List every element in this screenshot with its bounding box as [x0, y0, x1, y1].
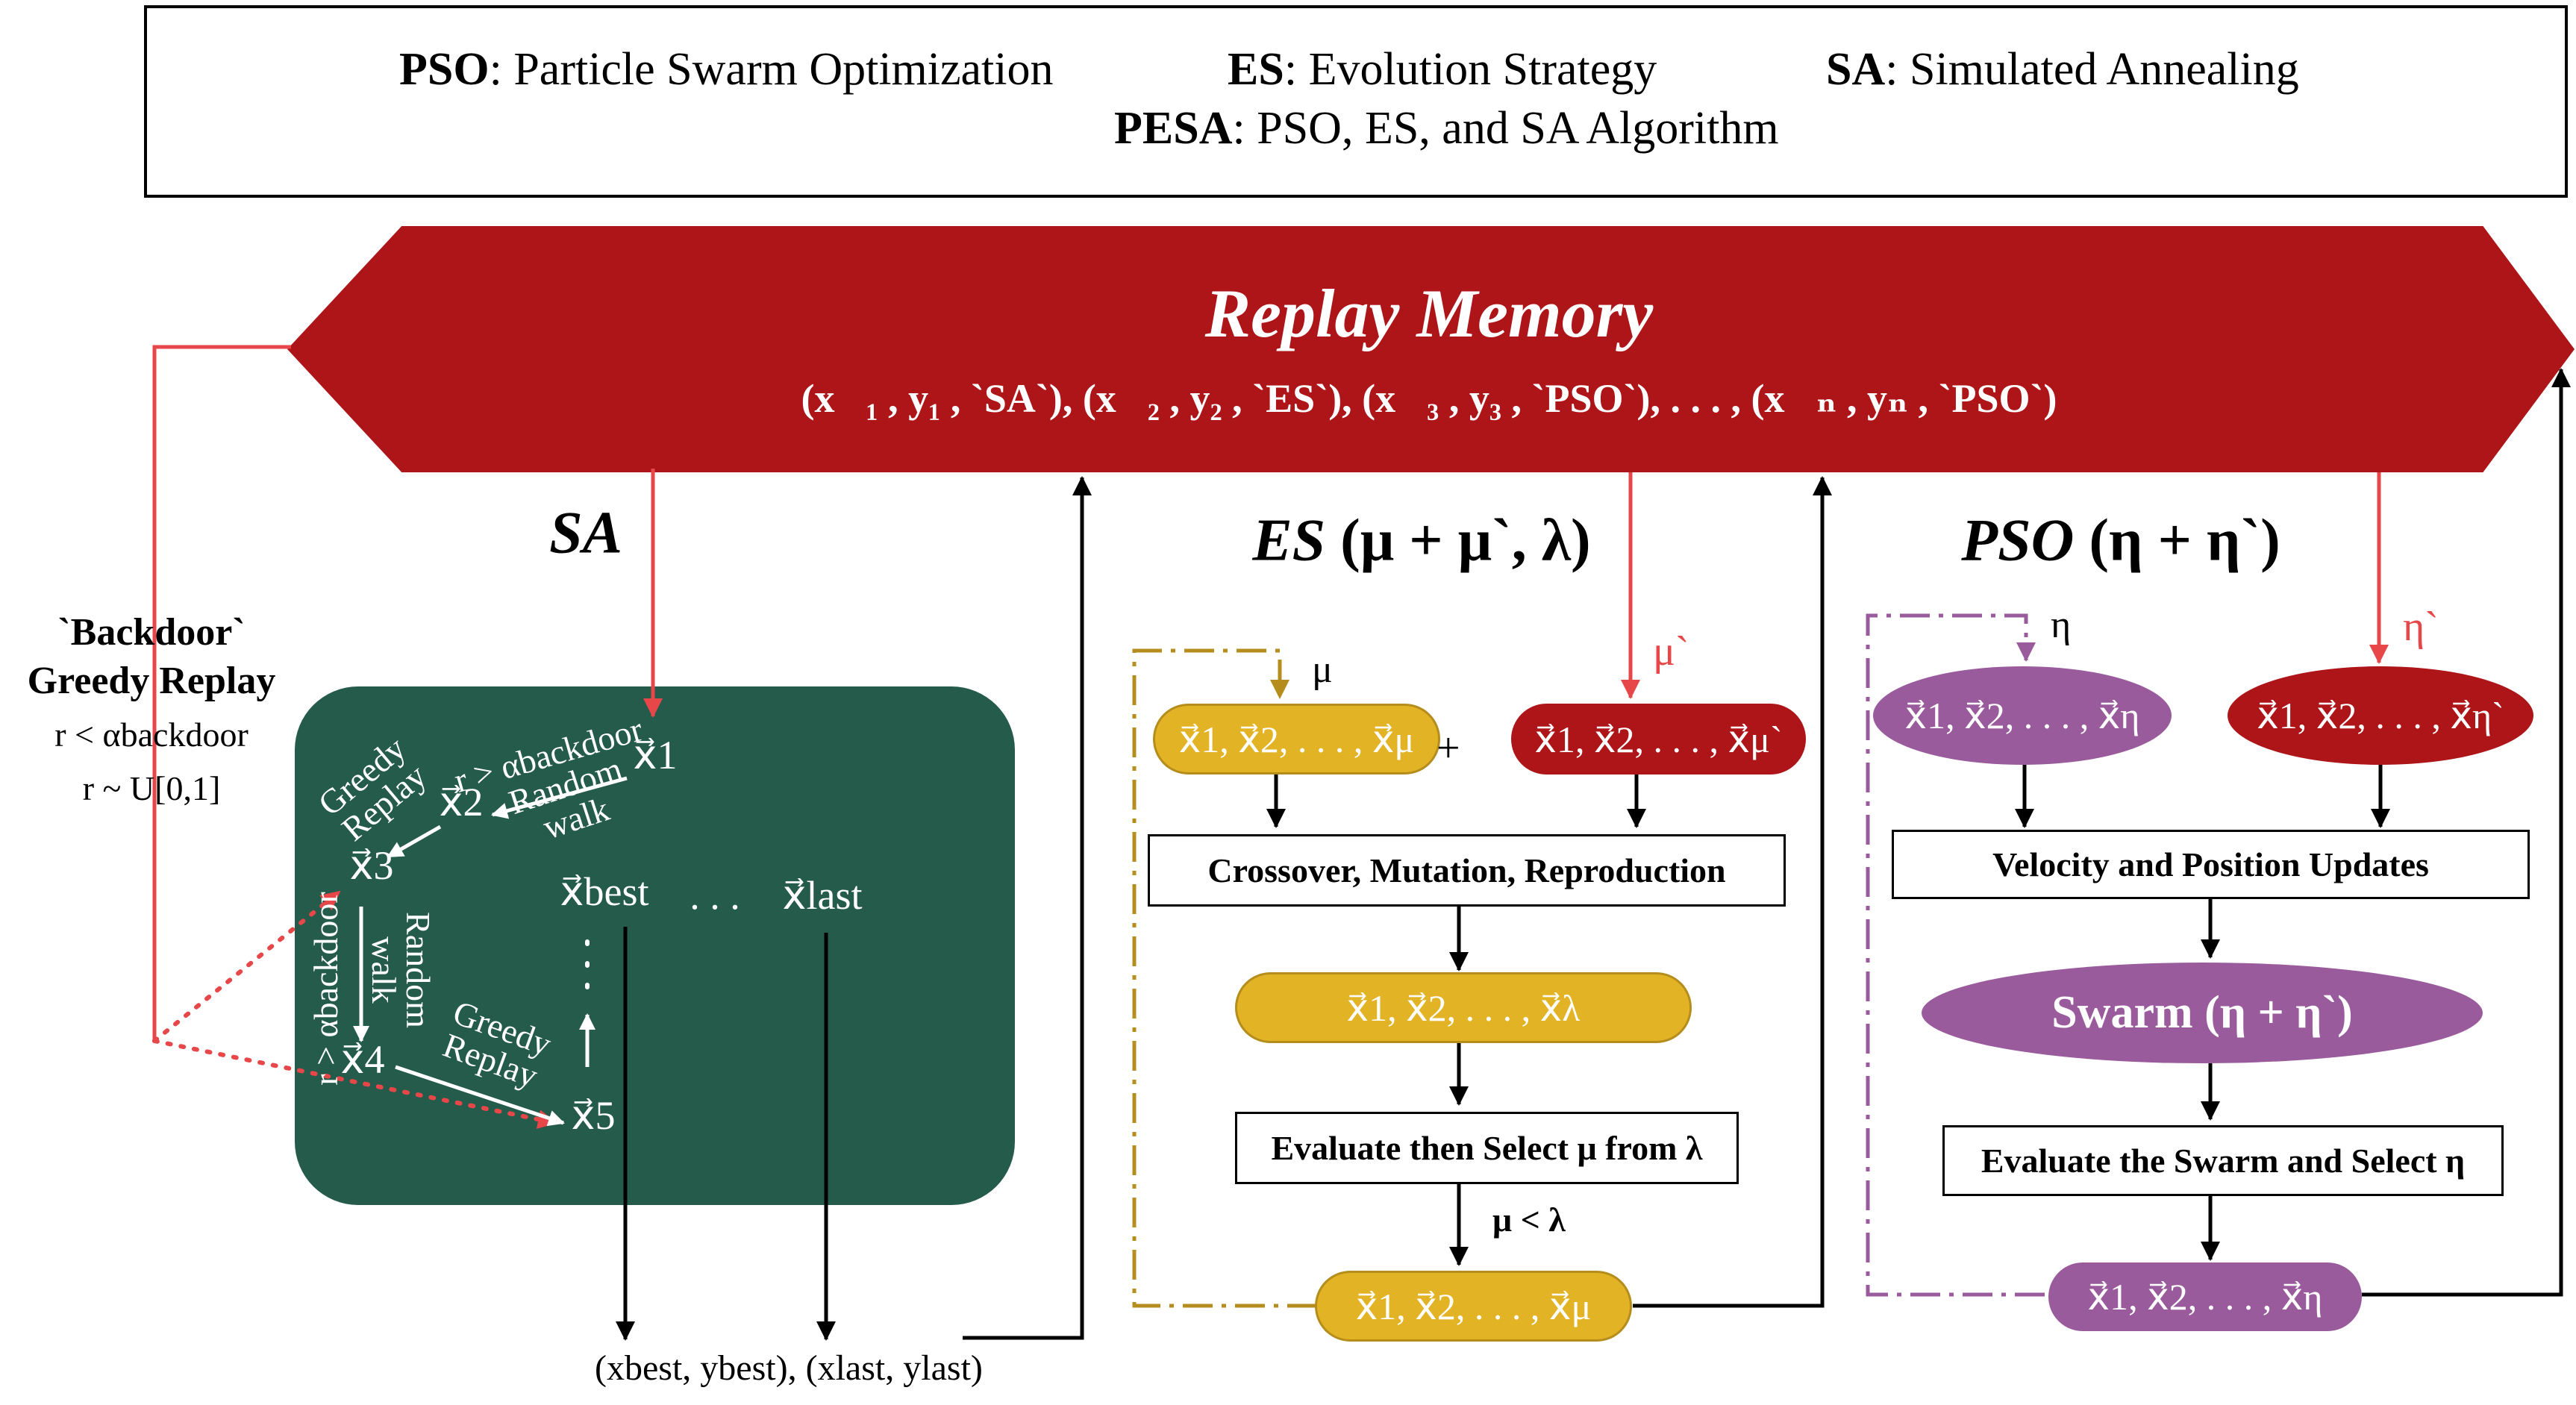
- legend-sa-def: : Simulated Annealing: [1885, 44, 2299, 95]
- pso-pop-etaprime: x⃗1, x⃗2, . . . , x⃗η`: [2228, 666, 2533, 765]
- sa-title-text: SA: [549, 500, 622, 566]
- backdoor-cond-2: r ~ U[0,1]: [82, 769, 221, 807]
- legend-sa: SA: Simulated Annealing: [1826, 43, 2299, 96]
- sa-x5: x⃗5: [571, 1093, 616, 1138]
- es-title-italic: ES: [1252, 507, 1326, 574]
- es-title: ES (μ + μ`, λ): [1252, 507, 1590, 575]
- pso-etaprime-label: η`: [2403, 604, 2439, 650]
- legend-sa-abbr: SA: [1826, 44, 1886, 95]
- es-plus: +: [1437, 725, 1460, 772]
- backdoor-link: [152, 345, 291, 1041]
- backdoor-title-1: `Backdoor`: [57, 611, 246, 654]
- legend-pesa-abbr: PESA: [1114, 103, 1233, 154]
- sa-x2: x⃗2: [439, 780, 484, 824]
- sa-return-line: [963, 476, 1092, 1340]
- backdoor-dotted-2: [152, 1039, 558, 1129]
- legend-pesa-def: : PSO, ES, and SA Algorithm: [1232, 103, 1779, 154]
- es-return-line: [1633, 476, 1832, 1308]
- backdoor-dotted-1: [152, 889, 342, 1043]
- pso-title: PSO (η + η`): [1961, 507, 2280, 575]
- sa-dots-horizontal: . . .: [690, 873, 740, 918]
- es-title-rest: (μ + μ`, λ): [1325, 507, 1591, 574]
- legend-pso-def: : Particle Swarm Optimization: [489, 44, 1054, 95]
- es-pop-lambda: x⃗1, x⃗2, . . . , x⃗λ: [1235, 972, 1692, 1043]
- es-pop-mu: x⃗1, x⃗2, . . . , x⃗μ: [1153, 704, 1440, 775]
- es-pop-out: x⃗1, x⃗2, . . . , x⃗μ: [1315, 1271, 1632, 1342]
- legend-pso: PSO: Particle Swarm Optimization: [399, 43, 1054, 96]
- legend-pesa: PESA: PSO, ES, and SA Algorithm: [1114, 102, 1779, 155]
- sa-title: SA: [549, 500, 622, 568]
- pso-title-rest: (η + η`): [2074, 507, 2280, 574]
- pso-step-velocity: Velocity and Position Updates: [1892, 830, 2530, 899]
- replay-memory-tuples: (x⃗₁ , y₁ , `SA`), (x⃗₂ , y₂ , `ES`), (x…: [801, 376, 2057, 421]
- es-loop-line: [1132, 648, 1317, 1308]
- sa-x4: x⃗4: [340, 1037, 385, 1082]
- legend-es: ES: Evolution Strategy: [1228, 43, 1657, 96]
- sa-x3: x⃗3: [349, 843, 394, 888]
- es-mu-label: μ: [1312, 648, 1333, 691]
- legend-es-def: : Evolution Strategy: [1284, 44, 1657, 95]
- pso-eta-label: η: [2051, 604, 2072, 646]
- legend-es-abbr: ES: [1228, 44, 1284, 95]
- backdoor-cond-1: r < αbackdoor: [54, 716, 248, 754]
- sa-cond-left: r > αbackdoor: [307, 892, 345, 1086]
- sa-random-walk-2: Random walk: [365, 912, 437, 1028]
- sa-arrow-x1-x2: [491, 776, 628, 819]
- sa-output: (xbest, ybest), (xlast, ylast): [595, 1348, 983, 1388]
- es-pop-muprime: x⃗1, x⃗2, . . . , x⃗μ`: [1511, 704, 1806, 775]
- pso-return-line: [2362, 368, 2571, 1297]
- es-step-crossover: Crossover, Mutation, Reproduction: [1148, 834, 1786, 907]
- legend-pso-abbr: PSO: [399, 44, 490, 95]
- sa-panel: [295, 686, 1015, 1205]
- sa-x-best: x⃗best: [560, 869, 649, 914]
- sa-arrow-x4-x5: [395, 1065, 565, 1127]
- pso-title-italic: PSO: [1961, 507, 2075, 574]
- sa-arrow-x2-x3: [387, 824, 442, 859]
- legend-box: [144, 5, 2568, 198]
- replay-memory-title: Replay Memory: [1204, 275, 1654, 351]
- pso-swarm: Swarm (η + η`): [1922, 963, 2483, 1063]
- es-cond: μ < λ: [1492, 1201, 1566, 1239]
- es-muprime-label: μ`: [1653, 628, 1689, 675]
- sa-x-last: x⃗last: [782, 873, 863, 918]
- es-step-evaluate: Evaluate then Select μ from λ: [1235, 1112, 1739, 1184]
- pso-pop-out: x⃗1, x⃗2, . . . , x⃗η: [2048, 1262, 2362, 1331]
- replay-memory-banner: [287, 226, 2575, 472]
- pso-loop-line: [1866, 613, 2045, 1297]
- pso-pop-eta: x⃗1, x⃗2, . . . , x⃗η: [1873, 666, 2172, 765]
- pso-step-evaluate: Evaluate the Swarm and Select η: [1942, 1125, 2504, 1196]
- sa-x1: x⃗1: [633, 733, 678, 777]
- backdoor-title-2: Greedy Replay: [27, 660, 276, 702]
